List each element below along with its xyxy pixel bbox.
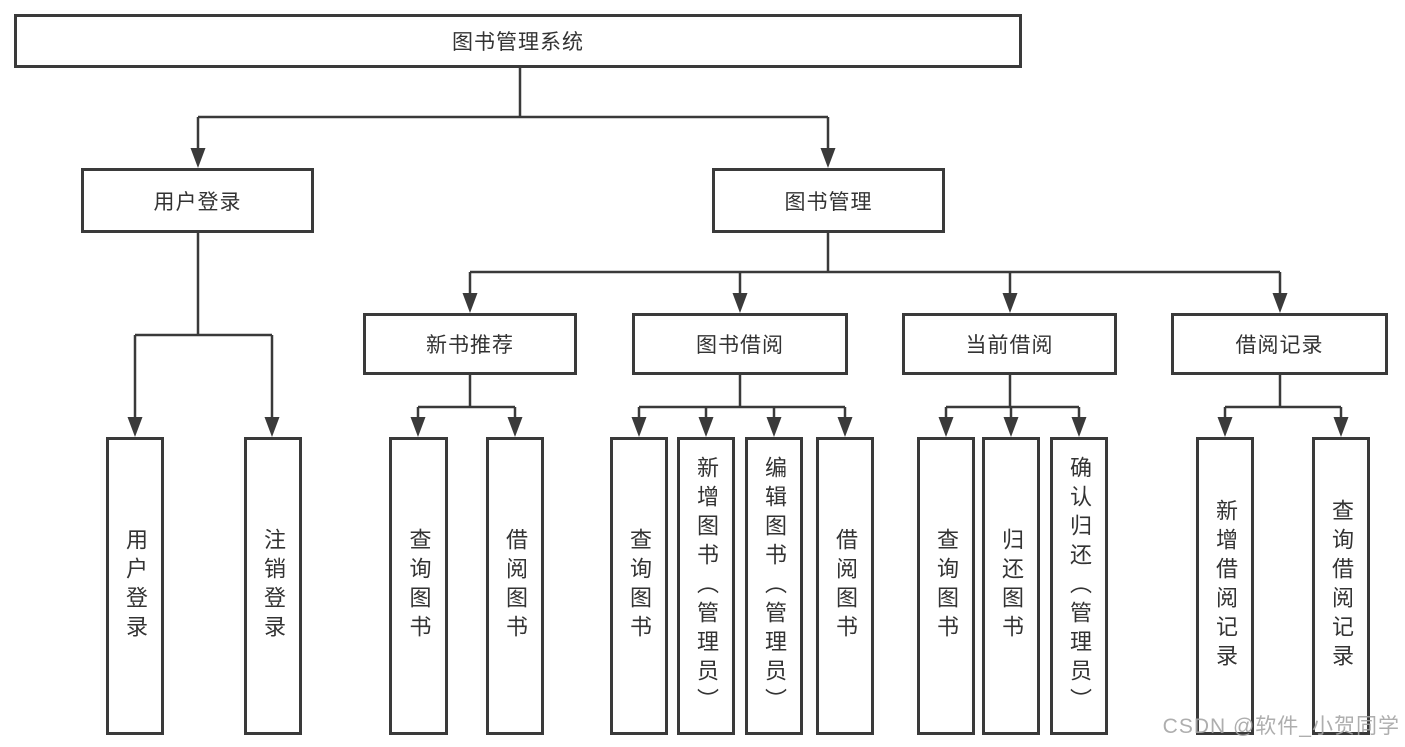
node-book-management: 图书管理 — [712, 168, 945, 233]
leaf-record-query: 查询借阅记录 — [1312, 437, 1370, 735]
node-root: 图书管理系统 — [14, 14, 1022, 68]
leaf-current-query-books-label: 查询图书 — [934, 528, 959, 644]
leaf-record-add-label: 新增借阅记录 — [1213, 499, 1238, 673]
watermark: CSDN @软件_小贺同学 — [1162, 715, 1400, 738]
node-borrow-record-label: 借阅记录 — [1235, 334, 1324, 357]
leaf-newbook-query-books: 查询图书 — [389, 437, 448, 735]
leaf-user-login: 用户登录 — [106, 437, 164, 735]
node-book-borrow-label: 图书借阅 — [696, 334, 784, 357]
leaf-borrow-query-books-label: 查询图书 — [627, 528, 652, 644]
leaf-borrow-borrow-books-label: 借阅图书 — [833, 528, 858, 644]
leaf-record-add: 新增借阅记录 — [1196, 437, 1254, 735]
node-new-book-recommend: 新书推荐 — [363, 313, 577, 375]
leaf-current-confirm-return-admin-label: 确认归还（管理员） — [1067, 455, 1092, 717]
leaf-current-query-books: 查询图书 — [917, 437, 975, 735]
leaf-newbook-borrow-books-label: 借阅图书 — [503, 528, 528, 644]
leaf-borrow-add-books-admin-label: 新增图书（管理员） — [694, 455, 719, 717]
leaf-borrow-query-books: 查询图书 — [610, 437, 668, 735]
node-user-login-label: 用户登录 — [153, 190, 242, 214]
node-current-borrow: 当前借阅 — [902, 313, 1117, 375]
leaf-borrow-add-books-admin: 新增图书（管理员） — [677, 437, 735, 735]
leaf-borrow-borrow-books: 借阅图书 — [816, 437, 874, 735]
leaf-newbook-borrow-books: 借阅图书 — [486, 437, 544, 735]
leaf-borrow-edit-books-admin-label: 编辑图书（管理员） — [762, 455, 787, 717]
node-book-management-label: 图书管理 — [784, 190, 873, 214]
leaf-current-return-books-label: 归还图书 — [999, 528, 1024, 644]
node-borrow-record: 借阅记录 — [1171, 313, 1388, 375]
leaf-record-query-label: 查询借阅记录 — [1329, 499, 1354, 673]
leaf-current-return-books: 归还图书 — [982, 437, 1040, 735]
leaf-current-confirm-return-admin: 确认归还（管理员） — [1050, 437, 1108, 735]
leaf-newbook-query-books-label: 查询图书 — [406, 528, 432, 644]
leaf-user-login-label: 用户登录 — [123, 528, 148, 644]
leaf-logout: 注销登录 — [244, 437, 302, 735]
leaf-logout-label: 注销登录 — [261, 528, 286, 644]
node-root-label: 图书管理系统 — [452, 31, 584, 54]
node-user-login: 用户登录 — [81, 168, 314, 233]
leaf-borrow-edit-books-admin: 编辑图书（管理员） — [745, 437, 803, 735]
node-new-book-recommend-label: 新书推荐 — [426, 334, 514, 357]
node-book-borrow: 图书借阅 — [632, 313, 848, 375]
node-current-borrow-label: 当前借阅 — [965, 334, 1054, 357]
